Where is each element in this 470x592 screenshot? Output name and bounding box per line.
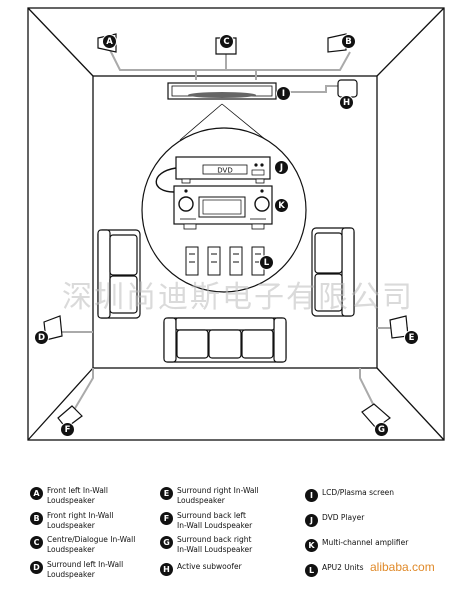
marker-i: I <box>276 86 291 101</box>
legend-item-f: F Surround back left In-Wall Loudspeaker <box>160 511 310 530</box>
marker-c: C <box>219 34 234 49</box>
legend-badge-f: F <box>160 512 173 525</box>
legend-badge-d: D <box>30 561 43 574</box>
legend-badge-j: J <box>305 514 318 527</box>
dvd-player: DVD <box>175 156 271 184</box>
legend-badge-e: E <box>160 487 173 500</box>
legend-text-d: Surround left In-Wall Loudspeaker <box>47 560 124 579</box>
marker-d: D <box>34 330 49 345</box>
apu2-units <box>185 246 265 276</box>
legend-item-l: L APU2 Units <box>305 563 455 577</box>
legend-item-c: C Centre/Dialogue In-Wall Loudspeaker <box>30 535 180 554</box>
legend-badge-c: C <box>30 536 43 549</box>
marker-h: H <box>339 95 354 110</box>
legend-text-j: DVD Player <box>322 513 365 522</box>
alibaba-footer-mark: alibaba.com <box>370 560 435 574</box>
viewing-angle-lines <box>179 103 267 141</box>
marker-a: A <box>102 34 117 49</box>
legend-badge-i: I <box>305 489 318 502</box>
right-armchair <box>311 227 355 317</box>
legend-item-j: J DVD Player <box>305 513 455 527</box>
multi-channel-amplifier <box>173 185 273 230</box>
legend-item-i: I LCD/Plasma screen <box>305 488 455 502</box>
legend-text-l: APU2 Units <box>322 563 364 572</box>
dvd-amp-cable <box>155 167 177 193</box>
legend-item-a: A Front left In-Wall Loudspeaker <box>30 486 180 505</box>
three-seat-sofa <box>163 317 287 363</box>
legend-text-h: Active subwoofer <box>177 562 242 571</box>
legend-item-h: H Active subwoofer <box>160 562 310 576</box>
left-armchair <box>97 229 141 319</box>
legend-badge-l: L <box>305 564 318 577</box>
lcd-plasma-screen <box>167 82 277 100</box>
legend-text-b: Front right In-Wall Loudspeaker <box>47 511 114 530</box>
marker-j: J <box>274 160 289 175</box>
legend-badge-g: G <box>160 536 173 549</box>
marker-b: B <box>341 34 356 49</box>
legend-text-a: Front left In-Wall Loudspeaker <box>47 486 108 505</box>
legend-text-k: Multi-channel amplifier <box>322 538 409 547</box>
legend-badge-b: B <box>30 512 43 525</box>
legend-text-g: Surround back right In-Wall Loudspeaker <box>177 535 253 554</box>
dvd-display-label: DVD <box>217 167 232 175</box>
legend-item-b: B Front right In-Wall Loudspeaker <box>30 511 180 530</box>
legend-text-c: Centre/Dialogue In-Wall Loudspeaker <box>47 535 136 554</box>
marker-e: E <box>404 330 419 345</box>
legend-badge-h: H <box>160 563 173 576</box>
marker-g: G <box>374 422 389 437</box>
legend-badge-a: A <box>30 487 43 500</box>
room-walls <box>27 7 445 441</box>
legend-text-f: Surround back left In-Wall Loudspeaker <box>177 511 253 530</box>
legend-badge-k: K <box>305 539 318 552</box>
legend-item-d: D Surround left In-Wall Loudspeaker <box>30 560 180 579</box>
marker-k: K <box>274 198 289 213</box>
legend-item-e: E Surround right In-Wall Loudspeaker <box>160 486 310 505</box>
home-theatre-floor-plan: DVD <box>27 7 445 441</box>
marker-f: F <box>60 422 75 437</box>
legend-item-k: K Multi-channel amplifier <box>305 538 455 552</box>
legend-text-e: Surround right In-Wall Loudspeaker <box>177 486 259 505</box>
legend-text-i: LCD/Plasma screen <box>322 488 395 497</box>
marker-l: L <box>259 255 274 270</box>
legend-item-g: G Surround back right In-Wall Loudspeake… <box>160 535 310 554</box>
